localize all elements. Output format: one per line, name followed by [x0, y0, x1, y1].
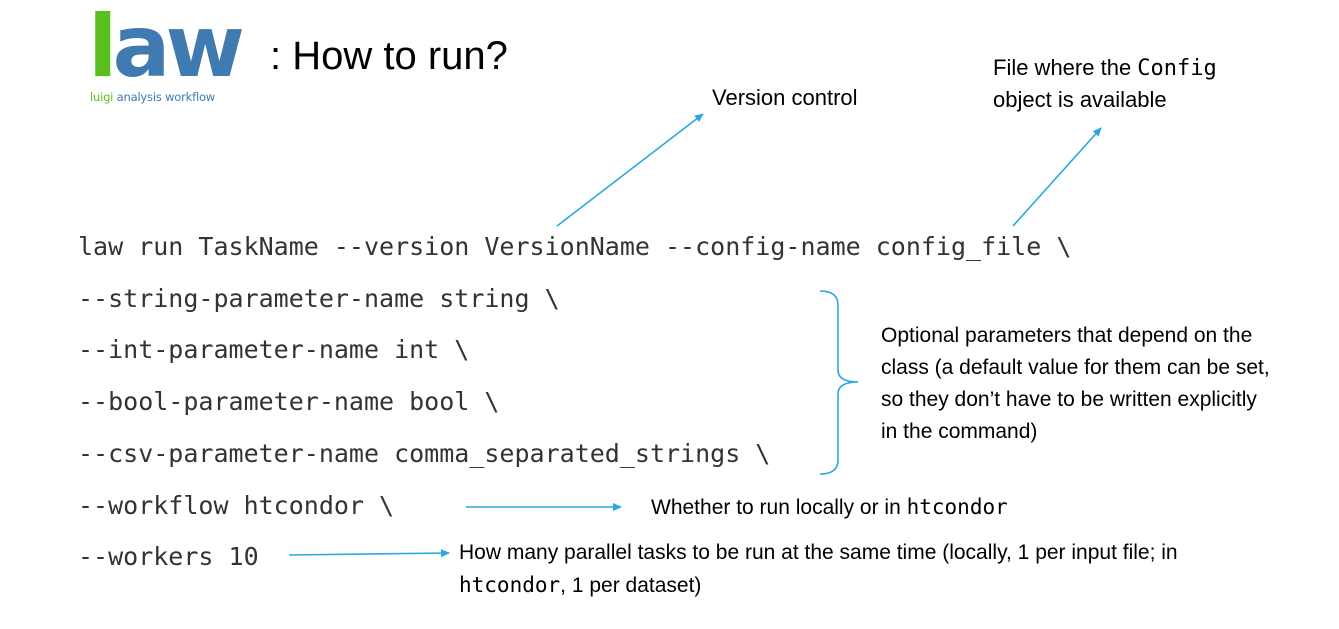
code-line-int-param: --int-parameter-name int \ [78, 335, 470, 364]
annotation-config-file: File where the Config object is availabl… [993, 55, 1217, 112]
annotation-optional-parameters: Optional parameters that depend on the c… [881, 324, 1270, 443]
brace-optional-parameters [819, 290, 859, 475]
code-line-string-param: --string-parameter-name string \ [78, 284, 560, 313]
annotation-workflow: Whether to run locally or in htcondor [651, 495, 1008, 519]
arrow-version-control [556, 113, 704, 227]
code-line-bool-param: --bool-parameter-name bool \ [78, 387, 500, 416]
logo-wordmark: law [88, 0, 245, 97]
code-line-workflow: --workflow htcondor \ [78, 491, 395, 520]
arrow-workers [288, 549, 450, 558]
logo-tagline: luigi analysis workflow [90, 90, 215, 104]
annotation-version-control: Version control [712, 85, 858, 110]
code-line-workers: --workers 10 [78, 542, 259, 571]
code-line-csv-param: --csv-parameter-name comma_separated_str… [78, 439, 771, 468]
slide-title: : How to run? [270, 34, 508, 78]
arrow-config-file [1012, 127, 1102, 227]
code-line-run: law run TaskName --version VersionName -… [78, 232, 1072, 261]
law-logo: law luigi analysis workflow [88, 4, 248, 104]
annotation-workers: How many parallel tasks to be run at the… [459, 541, 1178, 597]
